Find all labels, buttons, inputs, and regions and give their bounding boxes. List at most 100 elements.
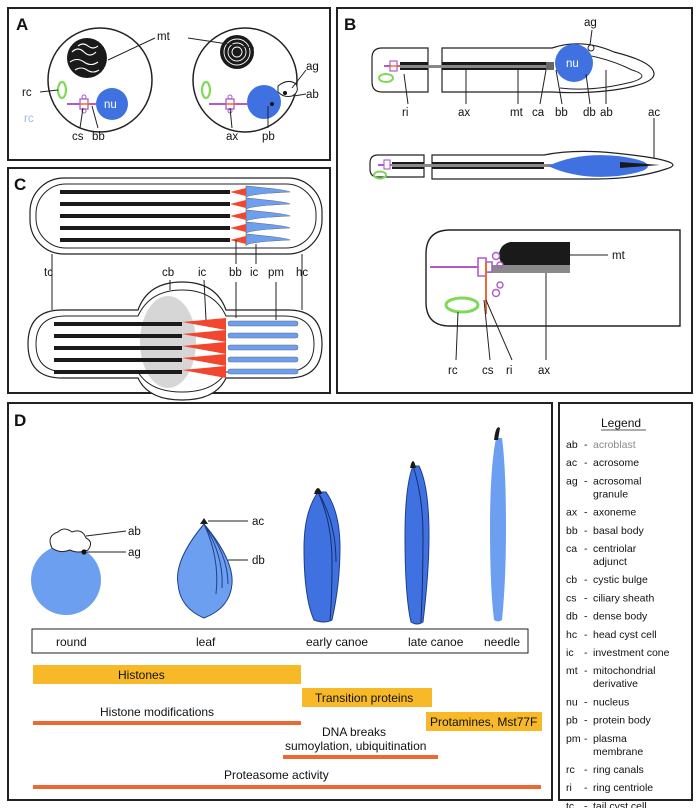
db-label-d: db bbox=[252, 555, 265, 567]
legend-dash: - bbox=[584, 696, 588, 708]
stage-label-late-canoe: late canoe bbox=[408, 635, 464, 649]
spermatid-round-stage bbox=[371, 43, 655, 94]
mitochondrial-derivative-nebenkern bbox=[220, 35, 254, 69]
legend-desc-bb: basal body bbox=[593, 525, 645, 537]
ab-label-b: ab bbox=[600, 107, 613, 119]
legend-entries: ab-acroblastac-acrosomeag-acrosomalgranu… bbox=[566, 439, 670, 808]
bar-proteasome-activity bbox=[33, 785, 541, 789]
bar-sumoylation-ubiquitination bbox=[283, 755, 438, 759]
legend-desc-ca: adjunct bbox=[593, 556, 627, 568]
legend-desc-mt: derivative bbox=[593, 678, 638, 690]
bar-label-histones: Histones bbox=[118, 668, 165, 682]
ax-label: ax bbox=[226, 131, 238, 143]
legend-desc-cb: cystic bulge bbox=[593, 574, 648, 586]
panel-b-letter: B bbox=[344, 15, 356, 34]
basal-body-left bbox=[79, 94, 91, 114]
legend-abbr-mt: mt bbox=[566, 665, 578, 677]
panel-a: A nu mt rc rc cs bb bbox=[7, 7, 331, 161]
rc-label-b: rc bbox=[448, 365, 458, 377]
bar-label-sumoylation-ubiquitination: sumoylation, ubiquitination bbox=[285, 739, 426, 753]
legend-abbr-ac: ac bbox=[566, 457, 577, 469]
nucleus-right bbox=[247, 85, 281, 119]
legend-abbr-ic: ic bbox=[566, 647, 574, 659]
rc-label-faint: rc bbox=[24, 113, 34, 125]
ag-label-d: ag bbox=[128, 547, 141, 559]
cs-label-b: cs bbox=[482, 365, 494, 377]
legend-desc-ri: ring centriole bbox=[593, 782, 653, 794]
panel-d-frame bbox=[7, 402, 553, 801]
nu-label-b: nu bbox=[566, 58, 579, 70]
legend-desc-nu: nucleus bbox=[593, 696, 629, 708]
ac-label-d: ac bbox=[252, 516, 264, 528]
cyst-top bbox=[29, 177, 323, 255]
panel-c: C bbox=[7, 167, 331, 401]
legend-dash: - bbox=[584, 574, 588, 586]
ag-label-b: ag bbox=[584, 17, 597, 29]
legend-dash: - bbox=[584, 647, 588, 659]
bb-label-b: bb bbox=[555, 107, 568, 119]
bar-label-proteasome-activity: Proteasome activity bbox=[224, 768, 329, 782]
basal-region-zoom bbox=[425, 229, 681, 327]
ri-label-b: ri bbox=[402, 107, 408, 119]
db-label-b: db bbox=[583, 107, 596, 119]
ax-label-b2: ax bbox=[538, 365, 550, 377]
legend-dash: - bbox=[584, 543, 588, 555]
stage-label-early-canoe: early canoe bbox=[306, 635, 368, 649]
cb-label-c: cb bbox=[162, 267, 174, 279]
legend-abbr-ax: ax bbox=[566, 507, 578, 519]
bb-label-c: bb bbox=[229, 267, 242, 279]
stage-labels: round leaf early canoe late canoe needle bbox=[56, 635, 520, 649]
acrosomal-granule-round bbox=[81, 549, 87, 555]
legend-desc-mt: mitochondrial bbox=[593, 665, 655, 677]
legend-dash: - bbox=[584, 611, 588, 623]
bar-histones bbox=[33, 665, 301, 684]
ab-label: ab bbox=[306, 89, 319, 101]
cyst-bottom bbox=[27, 281, 323, 401]
legend-abbr-ca: ca bbox=[566, 543, 577, 555]
rc-label: rc bbox=[22, 87, 32, 99]
nucleus-left bbox=[96, 88, 128, 120]
ax-label-b: ax bbox=[458, 107, 470, 119]
legend-desc-ca: centriolar bbox=[593, 543, 637, 555]
legend-abbr-ri: ri bbox=[566, 782, 572, 794]
bar-label-protamines-mst77f: Protamines, Mst77F bbox=[430, 715, 537, 729]
bar-histone-modifications bbox=[33, 721, 301, 725]
acrosome-needle bbox=[494, 427, 500, 440]
cs-label: cs bbox=[72, 131, 84, 143]
legend-abbr-pb: pb bbox=[566, 715, 578, 727]
ab-label-d: ab bbox=[128, 526, 141, 538]
acrosome-leaf bbox=[200, 518, 208, 524]
bar-label-transition-proteins: Transition proteins bbox=[315, 691, 413, 705]
bar-label-dna-breaks: DNA breaks bbox=[322, 725, 386, 739]
stage-label-needle: needle bbox=[484, 635, 520, 649]
ic-label-c2: ic bbox=[250, 267, 259, 279]
nucleus-needle bbox=[490, 438, 506, 622]
ca-label-b: ca bbox=[532, 107, 545, 119]
legend-frame bbox=[558, 402, 693, 801]
bar-transition-proteins bbox=[302, 688, 432, 707]
nucleus-late-canoe bbox=[404, 465, 430, 625]
legend-abbr-rc: rc bbox=[566, 764, 575, 776]
mitochondrial-derivative-clustered bbox=[67, 38, 107, 78]
mt-label-b: mt bbox=[510, 107, 524, 119]
ic-label-c: ic bbox=[198, 267, 207, 279]
stage-label-round: round bbox=[56, 635, 87, 649]
acroblast-round bbox=[49, 528, 92, 553]
legend-desc-cs: ciliary sheath bbox=[593, 592, 654, 604]
legend-abbr-tc: tc bbox=[566, 800, 574, 808]
legend-title: Legend bbox=[601, 416, 641, 430]
acrosome-late-canoe bbox=[410, 461, 416, 468]
legend-dash: - bbox=[584, 764, 588, 776]
bar-label-histone-modifications: Histone modifications bbox=[100, 705, 214, 719]
legend-abbr-hc: hc bbox=[566, 629, 577, 641]
spermatid-elongating-stage bbox=[369, 150, 674, 180]
nu-label: nu bbox=[104, 99, 117, 111]
legend-desc-pb: protein body bbox=[593, 715, 652, 727]
stage-label-leaf: leaf bbox=[196, 635, 216, 649]
legend-dash: - bbox=[584, 439, 588, 451]
panel-a-letter: A bbox=[16, 15, 28, 34]
legend-abbr-pm: pm bbox=[566, 733, 581, 745]
legend-dash: - bbox=[584, 629, 588, 641]
legend-desc-ac: acrosome bbox=[593, 457, 639, 469]
